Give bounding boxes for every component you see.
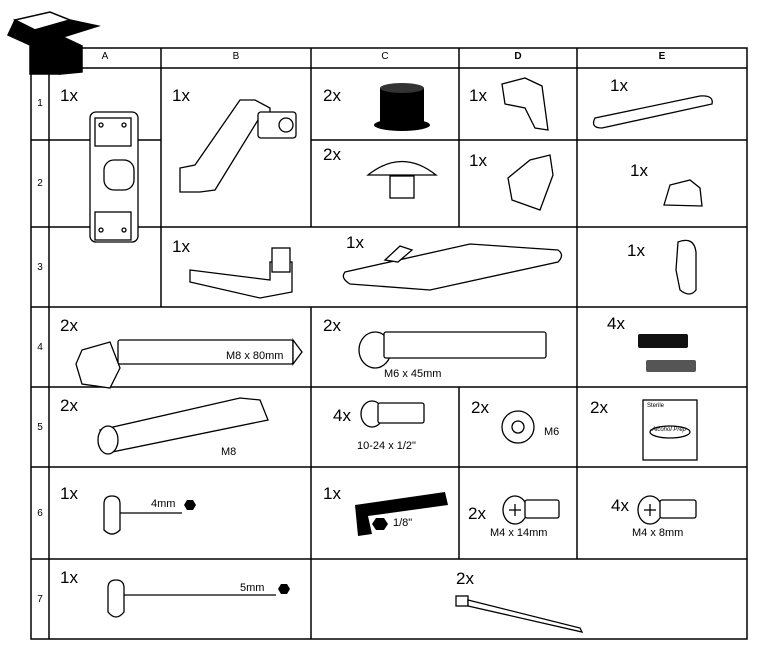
cable-cover-icon — [507, 154, 554, 211]
label-e6: M4 x 8mm — [632, 527, 684, 539]
column-header-b: B — [232, 51, 240, 62]
row-header-6: 6 — [37, 508, 43, 519]
lag-bolt-icon — [75, 338, 303, 389]
quantity-c7: 2x — [456, 569, 474, 588]
wall-bracket-icon — [89, 111, 139, 243]
label-a5: M8 — [221, 446, 237, 458]
mushroom-plug-icon — [366, 161, 438, 199]
quantity-c4: 2x — [323, 316, 341, 335]
label-a4: M8 x 80mm — [226, 350, 284, 362]
quantity-a7: 1x — [60, 568, 78, 587]
quantity-a5: 2x — [60, 396, 78, 415]
label-d6: M4 x 14mm — [490, 527, 548, 539]
hex-icon — [372, 518, 388, 530]
quantity-d5: 2x — [471, 398, 489, 417]
quantity-e3: 1x — [627, 241, 645, 260]
quantity-d1a: 1x — [469, 86, 487, 105]
label-d5: M6 — [544, 426, 560, 438]
label-c5: 10-24 x 1/2" — [357, 440, 416, 452]
quantity-a1: 1x — [60, 86, 78, 105]
hex-icon — [278, 584, 290, 594]
t-handle-hex-key-icon — [107, 579, 276, 618]
column-header-a: A — [101, 51, 109, 62]
quantity-b3: 1x — [172, 237, 190, 256]
extension-arm-icon — [189, 247, 293, 299]
t-handle-hex-key-icon — [103, 495, 182, 535]
row-header-2: 2 — [37, 178, 43, 189]
quantity-e1b: 1x — [630, 161, 648, 180]
quantity-c1b: 2x — [323, 145, 341, 164]
quantity-c5: 4x — [333, 406, 351, 425]
quantity-c3: 1x — [346, 233, 364, 252]
keyboard-tray-icon — [342, 243, 563, 291]
quantity-b1: 1x — [172, 86, 190, 105]
label-c4: M6 x 45mm — [384, 368, 442, 380]
quantity-e6: 4x — [611, 496, 629, 515]
hex-key-icon — [355, 492, 448, 536]
quantity-a4: 2x — [60, 316, 78, 335]
pad-icon — [638, 334, 696, 372]
quantity-e4: 4x — [607, 314, 625, 333]
wall-anchor-icon — [97, 397, 269, 455]
cable-cover-icon — [501, 77, 549, 131]
phillips-flat-screw-icon — [637, 495, 697, 525]
mouse-holder-icon — [675, 239, 697, 295]
column-header-c: C — [381, 51, 389, 62]
quantity-e1a: 1x — [610, 76, 628, 95]
row-header-3: 3 — [37, 262, 43, 273]
hex-icon — [184, 500, 196, 510]
phillips-pan-screw-icon — [502, 495, 560, 525]
quantity-d6: 2x — [468, 504, 486, 523]
alcohol-wipe-icon — [642, 399, 698, 461]
cable-channel-icon — [592, 95, 713, 129]
label-e5-center: Alcohol Prep — [652, 427, 687, 433]
quantity-e5: 2x — [590, 398, 608, 417]
screw-icon — [360, 400, 425, 428]
quantity-c1a: 2x — [323, 86, 341, 105]
row-header-7: 7 — [37, 594, 43, 605]
row-header-5: 5 — [37, 422, 43, 433]
label-c6: 1/8" — [393, 517, 413, 529]
label-e5-top: Sterile — [647, 403, 665, 409]
label-a6: 4mm — [151, 498, 176, 510]
label-a7: 5mm — [240, 582, 265, 594]
monitor-arm-icon — [179, 99, 297, 193]
button-head-screw-icon — [358, 331, 547, 369]
quantity-d1b: 1x — [469, 151, 487, 170]
row-header-4: 4 — [37, 342, 43, 353]
column-header-e: E — [658, 51, 666, 62]
clip-icon — [663, 179, 703, 207]
washer-icon — [501, 410, 535, 444]
cable-tie-icon — [455, 595, 584, 633]
column-header-d: D — [514, 51, 522, 62]
quantity-c6: 1x — [323, 484, 341, 503]
quantity-a6: 1x — [60, 484, 78, 503]
cap-icon — [374, 83, 430, 131]
row-header-1: 1 — [37, 98, 43, 109]
box-icon — [7, 11, 101, 75]
